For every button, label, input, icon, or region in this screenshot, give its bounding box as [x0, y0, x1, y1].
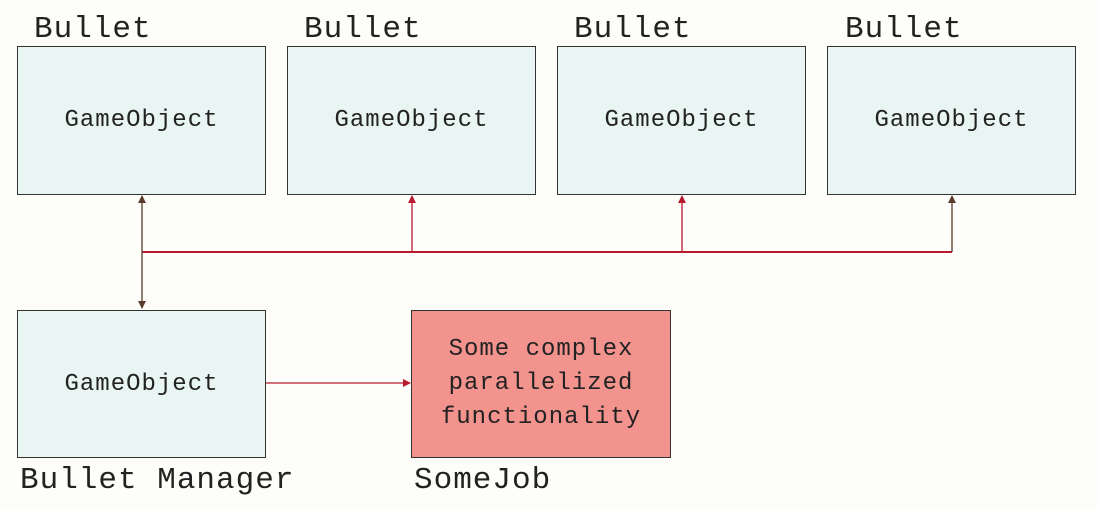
some-job-line-1: Some complex — [448, 336, 634, 363]
bullet-gameobject-label: GameObject — [874, 107, 1029, 134]
bullet-gameobject-4[interactable]: GameObject — [827, 46, 1076, 195]
some-job-caption: SomeJob — [414, 463, 552, 498]
bullet-gameobject-1[interactable]: GameObject — [17, 46, 266, 195]
bullet-caption-4: Bullet — [845, 12, 963, 47]
bullet-caption-3: Bullet — [574, 12, 692, 47]
some-job-line-3: functionality — [440, 404, 642, 431]
manager-gameobject-label: GameObject — [64, 370, 219, 398]
some-job-box[interactable]: Some complex parallelized functionality — [411, 310, 671, 458]
bullet-gameobject-2[interactable]: GameObject — [287, 46, 536, 195]
manager-caption: Bullet Manager — [20, 463, 295, 498]
some-job-line-2: parallelized — [448, 370, 634, 397]
bullet-gameobject-label: GameObject — [604, 107, 759, 134]
bullet-gameobject-3[interactable]: GameObject — [557, 46, 806, 195]
bullet-caption-2: Bullet — [304, 12, 422, 47]
bullet-caption-1: Bullet — [34, 12, 152, 47]
bullet-gameobject-label: GameObject — [64, 107, 219, 134]
bullet-gameobject-label: GameObject — [334, 107, 489, 134]
some-job-text: Some complex parallelized functionality — [441, 333, 641, 435]
manager-gameobject[interactable]: GameObject — [17, 310, 266, 458]
